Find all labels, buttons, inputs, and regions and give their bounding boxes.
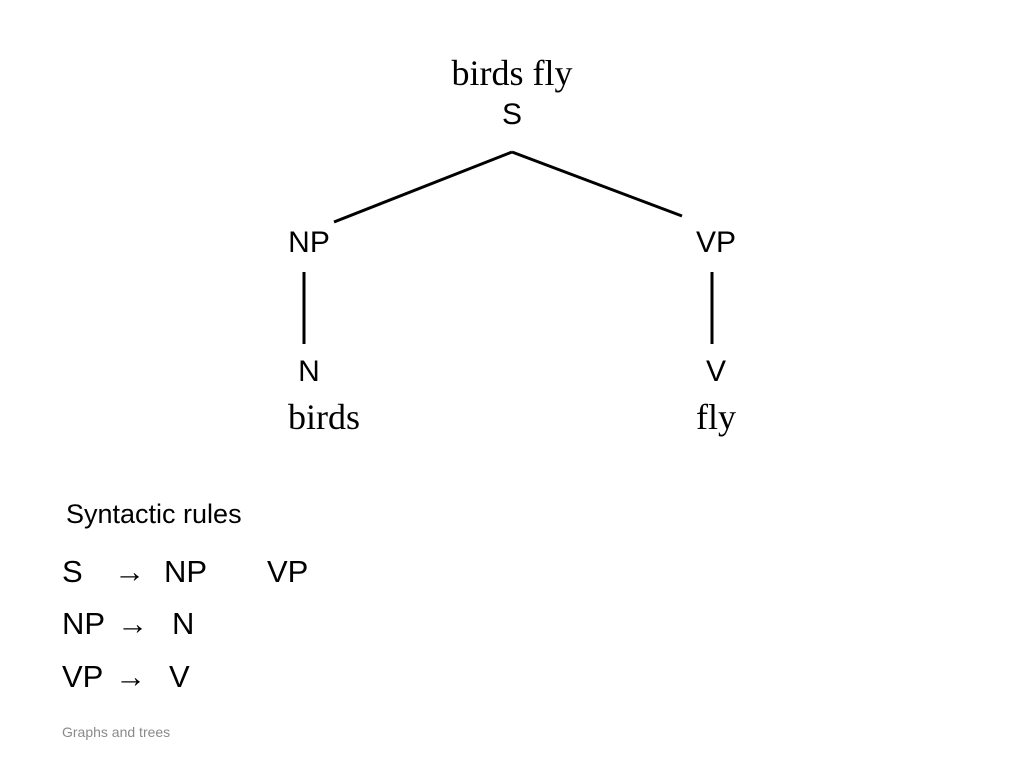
leaf-birds: birds [288,397,360,437]
node-v: V [705,355,727,388]
rule-arrow: → [117,606,148,641]
edge-s-vp [511,150,683,218]
edge-s-np [333,150,513,224]
slide-footer: Graphs and trees [62,724,171,740]
rule-rhs: NP [164,554,208,589]
node-vp: VP [695,226,737,259]
rule-rhs: V [169,659,190,694]
rule-lhs: NP [62,606,106,641]
rule-rhs: N [172,606,195,641]
rule-arrow: → [114,554,145,589]
rule-arrow: → [115,659,146,694]
rule-lhs: VP [62,659,104,694]
leaf-fly: fly [696,397,736,437]
rule-lhs: S [62,554,83,589]
node-n: N [298,355,320,388]
rule-rhs: VP [267,554,309,589]
node-np: NP [288,226,330,259]
root-sentence: birds fly [451,53,573,93]
rules-heading: Syntactic rules [66,499,242,529]
node-s: S [501,98,523,131]
